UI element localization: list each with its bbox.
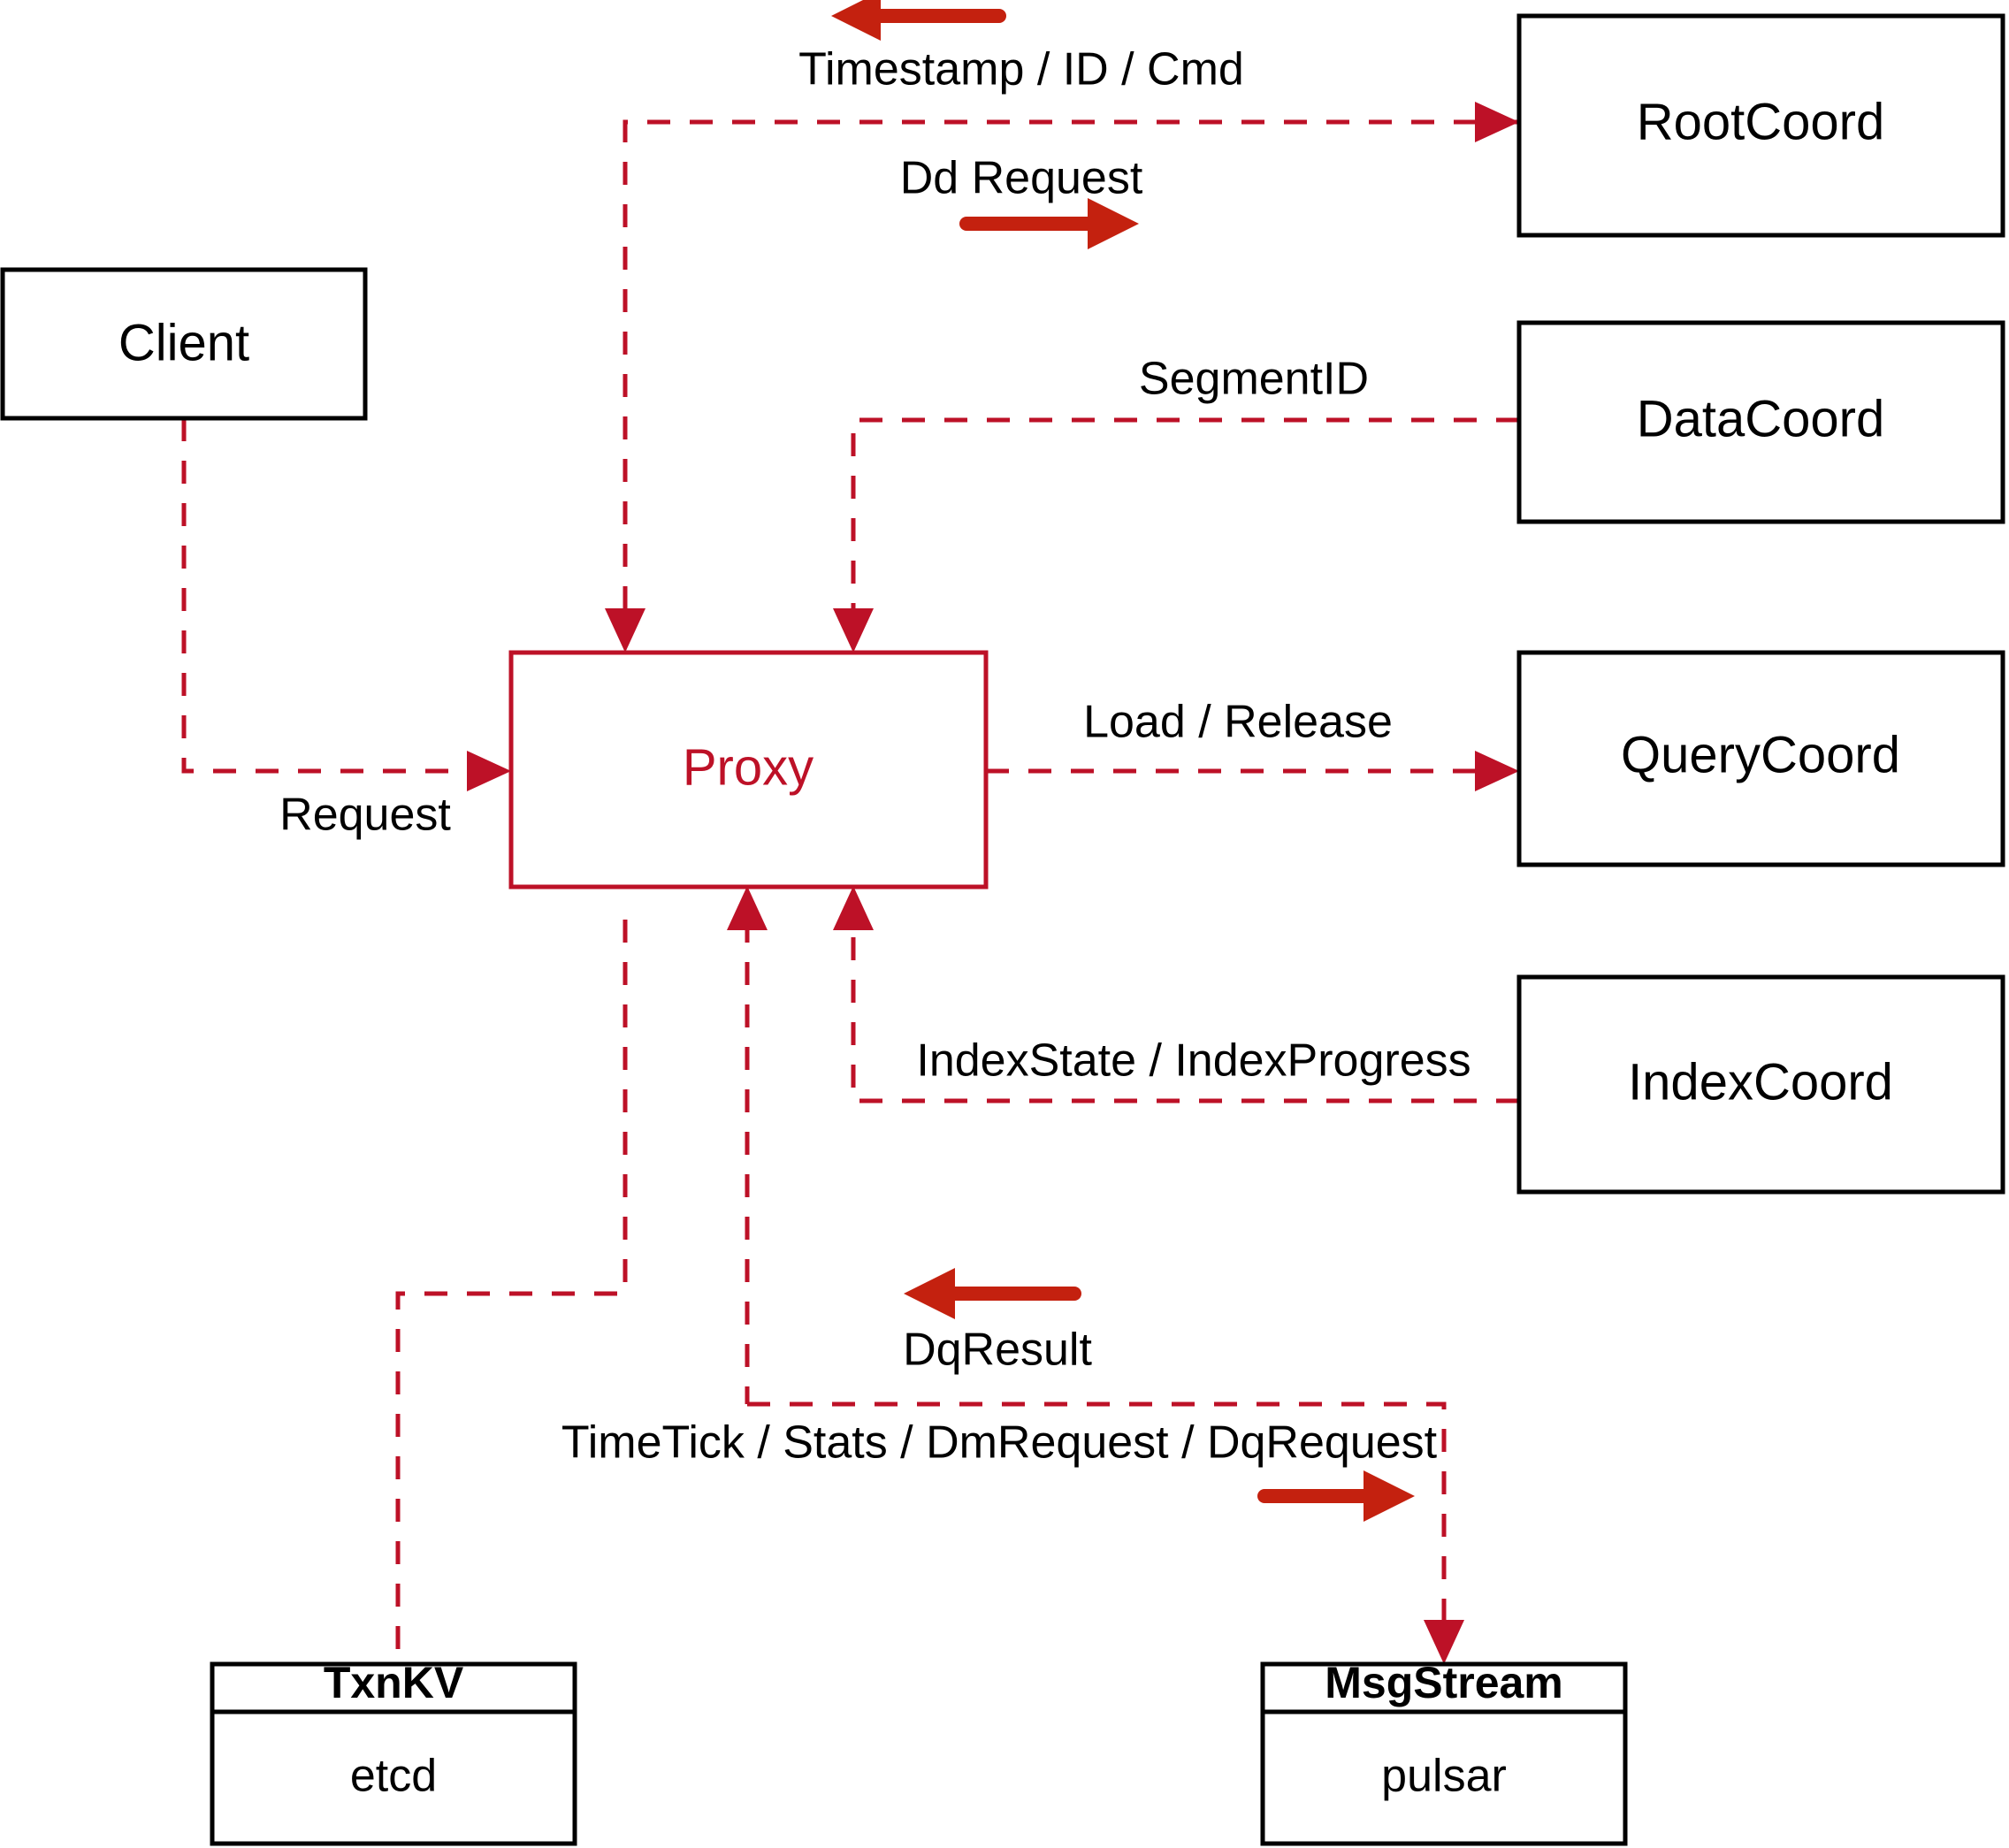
edge-label-dd-request: Dd Request	[900, 153, 1143, 204]
node-proxy[interactable]	[508, 650, 989, 890]
node-client-label: Client	[118, 314, 249, 371]
node-txnkv-label: TxnKV	[324, 1658, 464, 1707]
flow-segment-id-arrowhead	[833, 608, 874, 653]
node-proxy-label: Proxy	[683, 738, 814, 796]
node-datacoord[interactable]	[1516, 320, 2005, 524]
dir-arrow-dq-result	[904, 1268, 1081, 1319]
flow-dq-result-arrowhead	[727, 886, 768, 930]
flow-timetick-stats	[747, 1401, 1447, 1627]
node-datacoord-label: DataCoord	[1637, 390, 1884, 447]
dir-arrow-timestamp	[831, 0, 1006, 41]
node-querycoord[interactable]	[1516, 650, 2005, 867]
flow-request	[181, 418, 495, 774]
node-msgstream-label: MsgStream	[1325, 1658, 1563, 1707]
flow-request-arrowhead	[467, 751, 511, 791]
node-rootcoord[interactable]	[1516, 13, 2005, 238]
edge-label-timetick-stats: TimeTick / Stats / DmRequest / DqRequest	[561, 1417, 1438, 1469]
edge-label-request: Request	[279, 790, 451, 841]
node-indexcoord[interactable]	[1516, 974, 2005, 1195]
flow-timestamp-id-cmd	[623, 119, 1519, 619]
node-client[interactable]	[0, 267, 368, 421]
flow-timestamp-arrowhead	[605, 608, 645, 653]
node-msgstream-impl: pulsar	[1381, 1751, 1507, 1802]
flow-segment-id	[851, 417, 1519, 619]
flow-index-state-arrowhead	[833, 886, 874, 930]
dir-arrow-dd-request	[959, 198, 1139, 249]
flow-load-release-arrowhead	[1475, 751, 1519, 791]
edge-label-index-state: IndexState / IndexProgress	[916, 1035, 1470, 1087]
dir-arrow-timetick	[1257, 1470, 1415, 1522]
node-querycoord-label: QueryCoord	[1621, 726, 1900, 783]
node-txnkv-impl: etcd	[350, 1751, 437, 1802]
flow-timetick-arrowhead	[1424, 1620, 1464, 1664]
edge-label-load-release: Load / Release	[1083, 697, 1393, 748]
flow-index-state	[851, 920, 1519, 1103]
edge-label-timestamp-id-cmd: Timestamp / ID / Cmd	[798, 44, 1244, 95]
node-rootcoord-label: RootCoord	[1637, 93, 1884, 150]
node-msgstream[interactable]	[1260, 1661, 1628, 1846]
flow-proxy-to-txnkv	[395, 920, 628, 1664]
flow-dd-request-arrowhead	[1475, 102, 1519, 142]
node-txnkv[interactable]	[210, 1661, 577, 1846]
edge-label-segment-id: SegmentID	[1139, 354, 1369, 405]
node-indexcoord-label: IndexCoord	[1628, 1053, 1893, 1111]
edge-label-dq-result: DqResult	[903, 1325, 1092, 1376]
